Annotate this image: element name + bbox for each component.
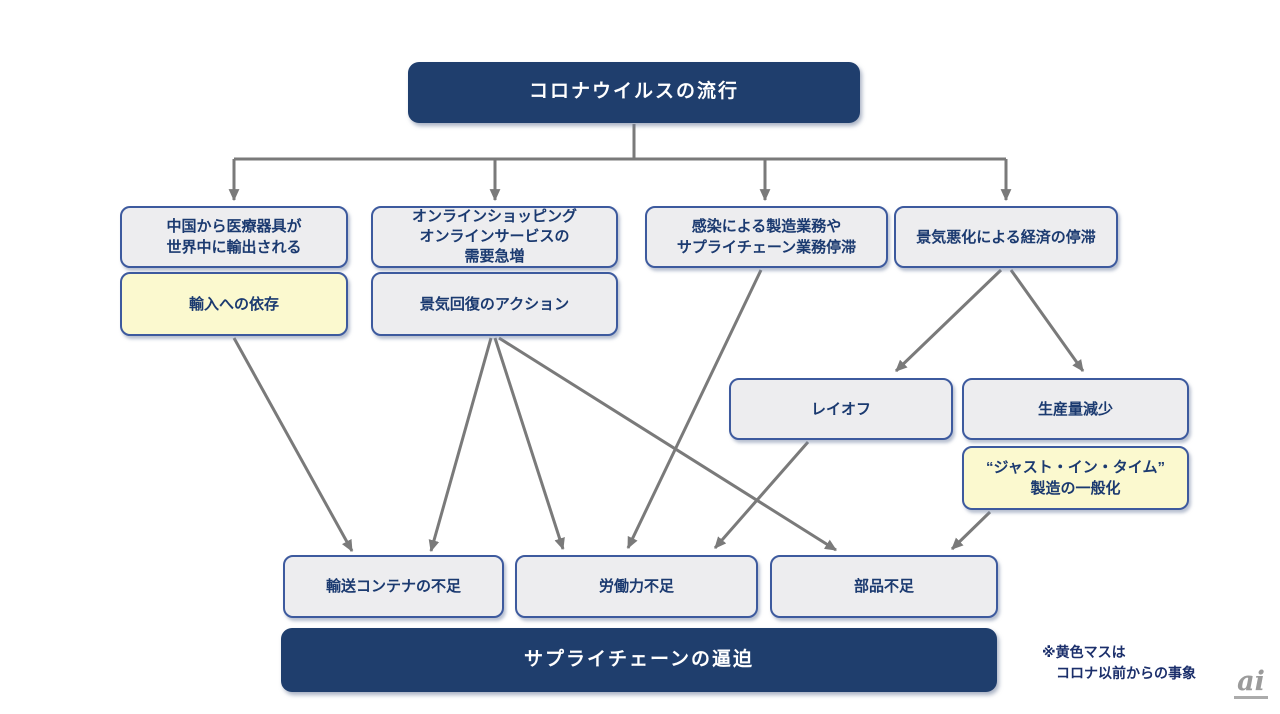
- arrow-line: [626, 269, 763, 549]
- arrow-line: [950, 510, 992, 551]
- node-import-dependence: 輸入への依存: [120, 272, 348, 336]
- arrow-line: [493, 337, 565, 551]
- ai-logo-subline: [1234, 696, 1268, 699]
- node-production-decrease: 生産量減少: [962, 378, 1189, 440]
- node-covid-outbreak: コロナウイルスの流行: [408, 62, 860, 123]
- node-infection-stagnation: 感染による製造業務や サプライチェーン業務停滞: [645, 206, 888, 268]
- arrow-line: [232, 337, 354, 552]
- ai-logo: ai: [1237, 666, 1265, 697]
- node-economic-stagnation: 景気悪化による経済の停滞: [894, 206, 1118, 268]
- node-parts-shortage: 部品不足: [770, 555, 998, 618]
- arrow-line: [498, 336, 837, 552]
- arrow-line: [428, 337, 493, 553]
- node-jit-manufacturing: “ジャスト・イン・タイム” 製造の一般化: [962, 446, 1189, 510]
- node-container-shortage: 輸送コンテナの不足: [283, 555, 504, 618]
- node-online-demand: オンラインショッピング オンラインサービスの 需要急増: [371, 206, 618, 268]
- node-china-export: 中国から医療器具が 世界中に輸出される: [120, 206, 348, 268]
- arrow-line: [713, 441, 810, 549]
- watermark: ai: [1234, 668, 1268, 699]
- node-supply-chain-crunch: サプライチェーンの逼迫: [281, 628, 997, 692]
- legend-note: ※黄色マスは コロナ以前からの事象: [1042, 644, 1196, 681]
- node-layoff: レイオフ: [729, 378, 953, 440]
- node-recovery-action: 景気回復のアクション: [371, 272, 618, 336]
- arrow-line: [1009, 269, 1085, 372]
- arrow-line: [894, 268, 1003, 373]
- node-labor-shortage: 労働力不足: [515, 555, 758, 618]
